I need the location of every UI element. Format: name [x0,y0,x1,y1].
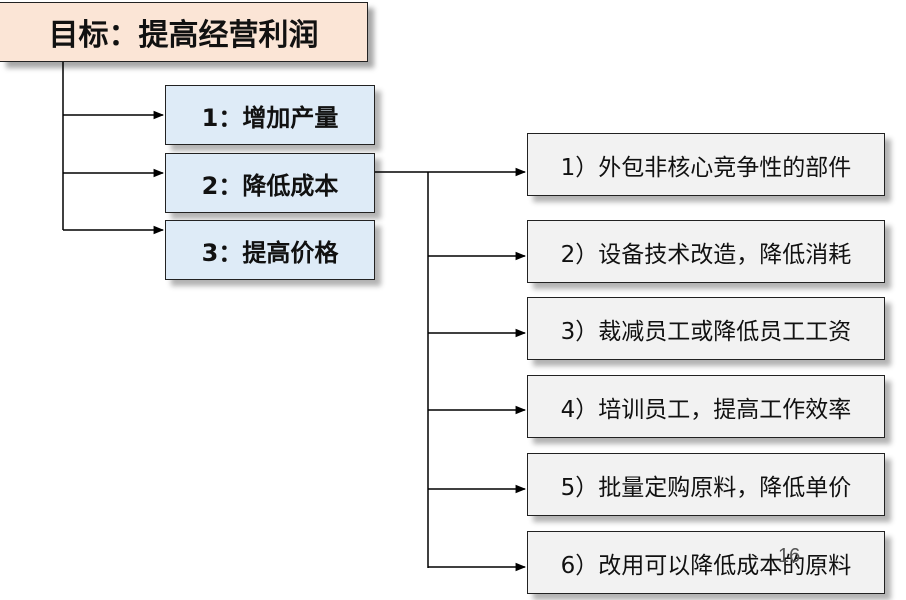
measure-box-5: 5）批量定购原料，降低单价 [527,453,885,516]
measure-label-4: 4）培训员工，提高工作效率 [560,396,852,423]
goal-label: 目标：提高经营利润 [48,18,319,53]
page-number: 16 [778,545,801,567]
measure-label-6: 6）改用可以降低成本的原料 [560,552,852,579]
measure-box-4: 4）培训员工，提高工作效率 [527,375,885,438]
measure-box-3: 3）裁减员工或降低员工工资 [527,297,885,360]
strategy-box-3: 3：提高价格 [165,220,375,280]
strategy-label-3: 3：提高价格 [201,238,339,267]
measure-label-3: 3）裁减员工或降低员工工资 [560,318,852,345]
strategy-label-2: 2：降低成本 [201,171,339,200]
measure-box-2: 2）设备技术改造，降低消耗 [527,220,885,283]
measure-box-1: 1）外包非核心竞争性的部件 [527,133,885,196]
goal-box: 目标：提高经营利润 [0,2,368,62]
strategy-box-2: 2：降低成本 [165,153,375,213]
measure-box-6: 6）改用可以降低成本的原料 [527,531,885,594]
measure-label-2: 2）设备技术改造，降低消耗 [560,241,852,268]
measure-label-1: 1）外包非核心竞争性的部件 [560,154,852,181]
strategy-box-1: 1：增加产量 [165,85,375,145]
measure-label-5: 5）批量定购原料，降低单价 [560,474,852,501]
strategy-label-1: 1：增加产量 [201,103,339,132]
